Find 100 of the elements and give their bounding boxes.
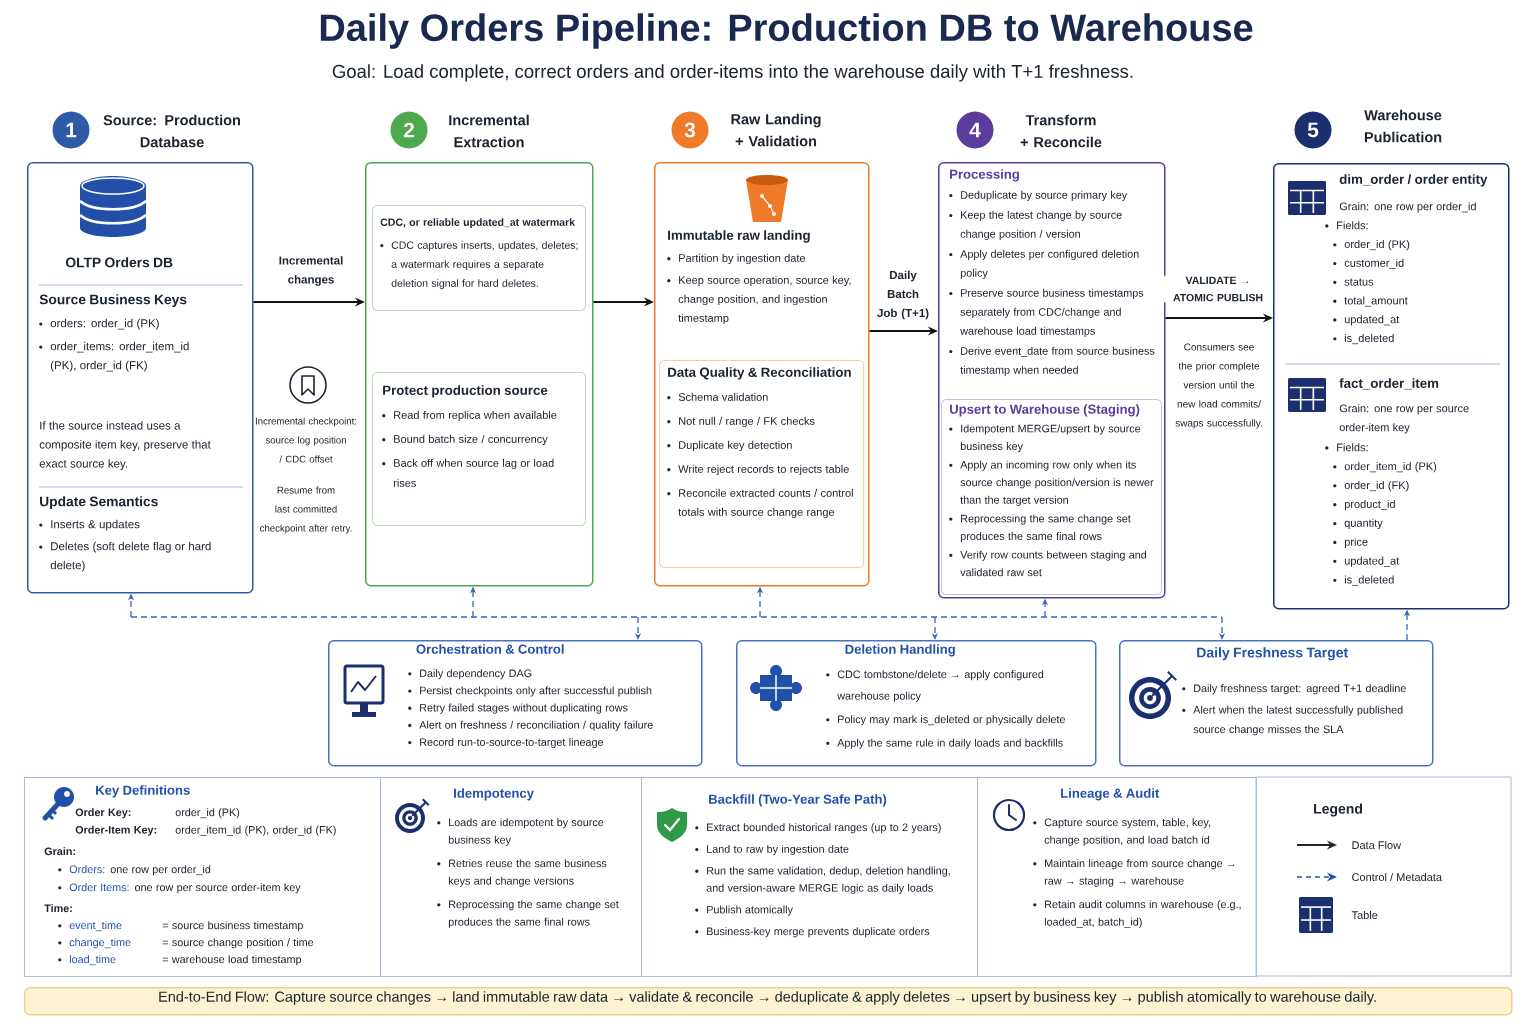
list-item: event_time = source business timestamp xyxy=(58,921,303,932)
list-item: Orders: one row per order_id xyxy=(58,865,211,876)
list-item: Write reject records to rejects table xyxy=(667,464,849,476)
list-item: Inserts & updates xyxy=(39,519,140,531)
paragraph: End-to-End Flow: Capture source changes → land immutable raw data → validate & reconcile → deduplicate & apply deletes → upsert by business key → publish atomically to warehouse daily. xyxy=(159,991,1376,1005)
note-text: Consumers see the prior complete version until the new load commits/ swaps successfully. xyxy=(1175,343,1262,429)
stage-title: Source: Production Database xyxy=(103,114,240,148)
list-item: Apply the same rule in daily loads and backfills xyxy=(826,738,1063,749)
list-item: Deletes (soft delete flag or hard delete) xyxy=(39,541,211,572)
list-item: price xyxy=(1333,537,1368,548)
list-item: CDC captures inserts, updates, deletes; a watermark requires a separate deletion signal for hard deletes. xyxy=(380,241,578,289)
list-item: Alert when the latest successfully published source change misses the SLA xyxy=(1182,705,1403,736)
list-item: Duplicate key detection xyxy=(667,440,792,452)
list-item: Policy may mark is_deleted or physically delete xyxy=(826,715,1065,726)
list-item: updated_at xyxy=(1333,556,1400,567)
list-item: order_id (FK) xyxy=(1333,481,1409,492)
list-item: Reprocessing the same change set produces the same final rows xyxy=(949,514,1131,543)
list-item: order_items: order_item_id (PK), order_id (FK) xyxy=(39,341,189,372)
list-item: Record run-to-source-to-target lineage xyxy=(408,738,604,749)
paragraph: Grain: one row per order_id xyxy=(1339,202,1476,213)
list-item: Bound batch size / concurrency xyxy=(382,434,548,446)
list-item: Business-key merge prevents duplicate orders xyxy=(695,927,930,938)
list-item: is_deleted xyxy=(1333,575,1394,586)
list-item: Apply an incoming row only when its source change position/version is newer than the target version xyxy=(949,460,1154,506)
list-item: is_deleted xyxy=(1333,334,1394,345)
list-item: Order Items: one row per source order-item key xyxy=(58,883,301,894)
list-item: Derive event_date from source business timestamp when needed xyxy=(949,346,1155,376)
list-item: Preserve source business timestamps separately from CDC/change and warehouse load timestamps xyxy=(949,288,1144,337)
node-label: change_time xyxy=(69,938,131,949)
node-label: order_id (PK) xyxy=(175,808,240,819)
control-bus xyxy=(130,616,1223,618)
paragraph: If the source instead uses a composite item key, preserve that exact source key. xyxy=(39,421,211,470)
stage-title: Raw Landing + Validation xyxy=(731,113,821,147)
list-item: Fields: xyxy=(1325,443,1368,452)
field-label: CDC, or reliable updated_at watermark xyxy=(380,218,575,228)
section-heading: fact_order_item xyxy=(1339,378,1439,390)
section-heading: Update Semantics xyxy=(40,496,158,510)
list-item: quantity xyxy=(1333,518,1383,530)
step-badge: 2 xyxy=(390,111,428,149)
node-label: = warehouse load timestamp xyxy=(162,955,302,966)
list-item: Land to raw by ingestion date xyxy=(695,844,849,855)
list-item: Deduplicate by source primary key xyxy=(949,190,1128,201)
list-item: Back off when source lag or load rises xyxy=(382,458,554,487)
node-label: Order Key: xyxy=(75,808,131,819)
list-item: Retries reuse the same business keys and change versions xyxy=(437,859,607,887)
section-heading: Idempotency xyxy=(454,788,534,801)
list-item: load_time = warehouse load timestamp xyxy=(58,955,302,966)
list-item: Maintain lineage from source change → raw → staging → warehouse xyxy=(1033,859,1235,887)
node-label: event_time xyxy=(69,921,122,932)
section-heading: Upsert to Warehouse (Staging) xyxy=(950,404,1140,417)
section-heading: Data Quality & Reconciliation xyxy=(668,367,851,380)
edge-label: VALIDATE → ATOMIC PUBLISH xyxy=(1163,275,1273,303)
section-heading: Backfill (Two-Year Safe Path) xyxy=(709,794,887,807)
node-label: = source change position / time xyxy=(162,938,314,949)
list-item: order_item_id (PK) xyxy=(1333,462,1437,473)
field-label: Time: xyxy=(44,904,72,913)
section-heading: Daily Freshness Target xyxy=(1197,647,1348,661)
list-item: Read from replica when available xyxy=(382,410,557,422)
list-item: Persist checkpoints only after successful publish xyxy=(408,686,652,697)
list-item: Run the same validation, dedup, deletion handling, and version-aware MERGE logic as daily loads xyxy=(695,866,950,894)
list-item: status xyxy=(1333,278,1374,286)
note-text: Resume from last committed checkpoint after retry. xyxy=(260,486,352,534)
step-badge: 4 xyxy=(956,111,994,149)
list-item: Reprocessing the same change set produces the same final rows xyxy=(437,900,619,928)
list-item: Alert on freshness / reconciliation / quality failure xyxy=(408,720,653,731)
list-item: Schema validation xyxy=(667,392,768,401)
list-item: Publish atomically xyxy=(695,905,793,916)
list-item: Idempotent MERGE/upsert by source business key xyxy=(949,424,1141,453)
key-row: Order-Item Key: order_item_id (PK), order_id (FK) xyxy=(75,825,336,836)
list-item: Fields: xyxy=(1325,221,1368,230)
section-heading: Key Definitions xyxy=(96,785,190,798)
stage-title: Transform + Reconcile xyxy=(1020,114,1102,148)
list-item: product_id xyxy=(1333,499,1395,511)
edge-label: Daily Batch Job (T+1) xyxy=(871,269,935,321)
list-item: Loads are idempotent by source business key xyxy=(437,818,604,846)
section-heading: OLTP Orders DB xyxy=(65,257,173,268)
legend-label: Control / Metadata xyxy=(1352,872,1442,882)
step-badge: 1 xyxy=(52,111,90,149)
list-item: Verify row counts between staging and validated raw set xyxy=(949,550,1147,577)
list-item: Retain audit columns in warehouse (e.g., loaded_at, batch_id) xyxy=(1033,900,1241,928)
list-item: customer_id xyxy=(1333,258,1404,269)
list-item: change_time = source change position / time xyxy=(58,938,314,949)
list-item: CDC tombstone/delete → apply configured warehouse policy xyxy=(826,670,1044,702)
key-row: Order Key: order_id (PK) xyxy=(75,808,240,819)
list-item: Keep the latest change by source change position / version xyxy=(949,210,1122,240)
stage-title: Incremental Extraction xyxy=(449,114,529,148)
section-heading: Processing xyxy=(950,169,1019,182)
edge-label: Incremental changes xyxy=(267,255,355,287)
legend-title: Legend xyxy=(1314,803,1362,817)
list-item: Apply deletes per configured deletion policy xyxy=(949,249,1139,279)
list-item: order_id (PK) xyxy=(1333,240,1410,251)
list-item: Daily freshness target: agreed T+1 deadline xyxy=(1182,684,1406,695)
section-heading: Lineage & Audit xyxy=(1061,788,1160,801)
list-item: updated_at xyxy=(1333,315,1400,326)
section-heading: Orchestration & Control xyxy=(416,644,564,654)
field-label: Grain: xyxy=(44,847,75,856)
section-heading: dim_order / order entity xyxy=(1339,174,1488,187)
list-item: Reconcile extracted counts / control totals with source change range xyxy=(667,488,853,519)
section-heading: Protect production source xyxy=(383,385,548,398)
section-heading: Deletion Handling xyxy=(845,644,955,657)
